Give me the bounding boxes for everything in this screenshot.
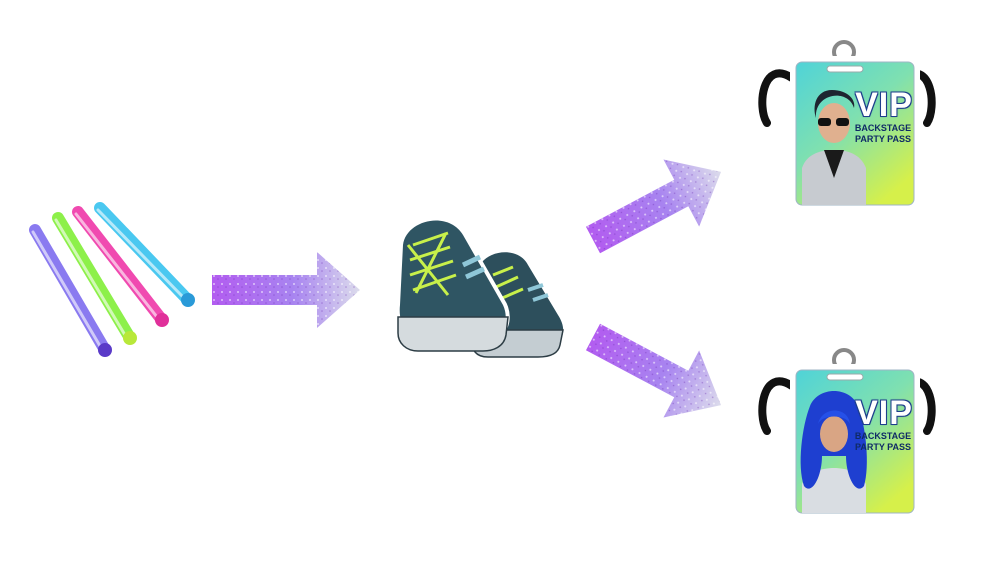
pass-title: VIP (855, 86, 913, 124)
sneakers-icon (388, 205, 578, 375)
vip-pass-female-icon: VIP BACKSTAGE PARTY PASS (752, 346, 942, 526)
pass-subtitle-2: PARTY PASS (854, 134, 911, 144)
arrow-down-right-icon (585, 323, 735, 435)
pass-subtitle: BACKSTAGE (854, 123, 912, 133)
arrow-up-right-icon (585, 140, 735, 254)
pass-subtitle: BACKSTAGE (854, 431, 912, 441)
vip-pass-male-icon: VIP BACKSTAGE PARTY PASS (752, 38, 942, 218)
glowsticks-icon (10, 190, 210, 380)
arrow-right-icon (212, 250, 362, 330)
pass-title: VIP (855, 394, 913, 432)
pass-subtitle-2: PARTY PASS (854, 442, 911, 452)
